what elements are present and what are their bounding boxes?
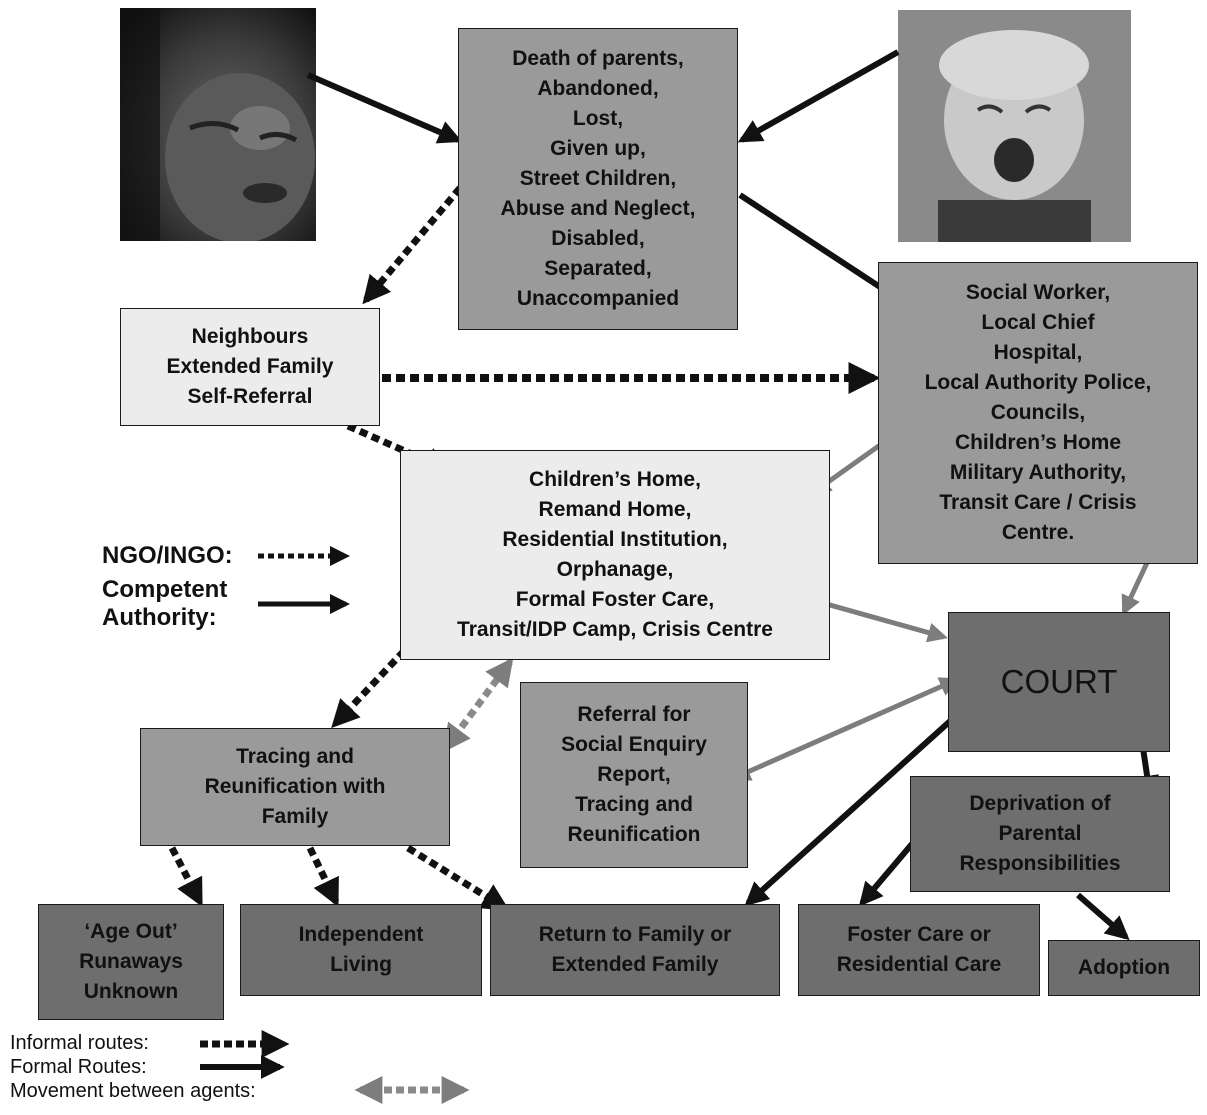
node-age-out-label: ‘Age Out’ Runaways Unknown bbox=[79, 920, 183, 1003]
node-foster: Foster Care or Residential Care bbox=[798, 904, 1040, 996]
formal-arrow-deprivation-to-adoption bbox=[1076, 892, 1130, 941]
informal-arrow-tracing-to-ageout bbox=[168, 846, 204, 907]
node-neighbours-label: Neighbours Extended Family Self-Referral bbox=[166, 325, 334, 408]
node-return-family-label: Return to Family or Extended Family bbox=[538, 923, 732, 976]
informal-arrow-institutions-to-tracing bbox=[331, 629, 425, 729]
legend-informal-label: Informal routes: bbox=[10, 1032, 149, 1054]
legend-movement-label: Movement between agents: bbox=[10, 1080, 256, 1102]
node-tracing-label: Tracing and Reunification with Family bbox=[204, 745, 386, 828]
formal-arrow-photo2-to-causes bbox=[737, 49, 900, 143]
node-causes: Death of parents, Abandoned, Lost, Given… bbox=[458, 28, 738, 330]
legend-formal-label: Formal Routes: bbox=[10, 1056, 147, 1078]
node-institutions-label: Children’s Home, Remand Home, Residentia… bbox=[457, 468, 773, 641]
node-adoption-label: Adoption bbox=[1077, 956, 1171, 979]
node-referral-label: Referral for Social Enquiry Report, Trac… bbox=[561, 703, 707, 846]
node-independent: Independent Living bbox=[240, 904, 482, 996]
informal-arrow-tracing-to-independent bbox=[306, 846, 340, 908]
node-independent-label: Independent Living bbox=[298, 923, 424, 976]
node-agents-label: Social Worker, Local Chief Hospital, Loc… bbox=[924, 281, 1152, 544]
node-deprivation: Deprivation of Parental Responsibilities bbox=[910, 776, 1170, 892]
movement-arrow-court-referral bbox=[730, 677, 960, 781]
node-deprivation-label: Deprivation of Parental Responsibilities bbox=[959, 792, 1121, 875]
sad-child-photo bbox=[120, 8, 316, 241]
node-agents: Social Worker, Local Chief Hospital, Loc… bbox=[878, 262, 1198, 564]
node-court-label: COURT bbox=[1000, 663, 1118, 700]
node-foster-label: Foster Care or Residential Care bbox=[836, 923, 1002, 976]
key-ngo-label: NGO/INGO: bbox=[102, 542, 233, 569]
node-return-family: Return to Family or Extended Family bbox=[490, 904, 780, 996]
formal-arrow-photo-to-causes bbox=[306, 72, 463, 144]
node-causes-label: Death of parents, Abandoned, Lost, Given… bbox=[500, 47, 696, 310]
node-adoption: Adoption bbox=[1048, 940, 1200, 996]
informal-arrow-tracing-to-return bbox=[406, 845, 510, 911]
node-age-out: ‘Age Out’ Runaways Unknown bbox=[38, 904, 224, 1020]
node-tracing: Tracing and Reunification with Family bbox=[140, 728, 450, 846]
informal-arrow-causes-to-neighbours bbox=[362, 185, 463, 305]
node-institutions: Children’s Home, Remand Home, Residentia… bbox=[400, 450, 830, 660]
key-competent-label: Competent Authority: bbox=[102, 576, 228, 631]
crying-child-photo bbox=[898, 10, 1131, 242]
node-neighbours: Neighbours Extended Family Self-Referral bbox=[120, 308, 380, 426]
movement-arrow-tracing-institutions bbox=[442, 657, 514, 753]
node-referral: Referral for Social Enquiry Report, Trac… bbox=[520, 682, 748, 868]
node-court: COURT bbox=[948, 612, 1170, 752]
